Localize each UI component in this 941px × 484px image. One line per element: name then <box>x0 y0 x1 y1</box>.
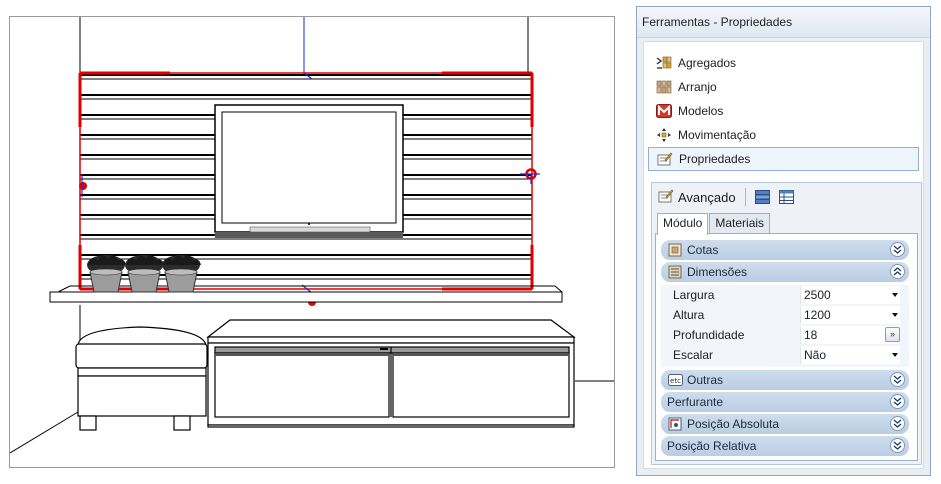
toolbar-separator <box>744 188 746 206</box>
group-perfurante[interactable]: Perfurante <box>661 392 909 412</box>
models-icon <box>655 103 672 119</box>
module-tab-page: Cotas Dimensões Larg <box>655 233 918 461</box>
largura-dropdown[interactable]: 2500 <box>800 286 900 304</box>
property-row-largura: Largura 2500 <box>661 285 907 305</box>
nav-item-arranjo[interactable]: Arranjo <box>648 75 919 99</box>
advanced-tabs: Módulo Materiais <box>657 213 771 235</box>
group-posicao-relativa[interactable]: Posição Relativa <box>661 436 909 456</box>
furniture-drawing <box>10 17 614 454</box>
expand-chevron-icon[interactable] <box>890 242 905 257</box>
table-view-button[interactable] <box>778 189 796 205</box>
group-label: Posição Absoluta <box>687 417 780 431</box>
property-value: 1200 <box>804 308 831 322</box>
nav-item-label: Arranjo <box>678 80 717 94</box>
properties-icon <box>656 151 673 167</box>
advanced-panel: Avançado Módulo Materiais <box>651 182 922 465</box>
advanced-button[interactable]: Avançado <box>658 189 736 206</box>
dropdown-arrow-icon <box>892 313 898 317</box>
tool-nav-list: Agregados Arranjo Modelos Movimentação <box>644 42 923 171</box>
dimensions-icon <box>667 243 683 258</box>
property-row-altura: Altura 1200 <box>661 305 907 325</box>
property-value: 2500 <box>804 288 831 302</box>
profundidade-field[interactable]: 18 » <box>800 326 900 344</box>
group-label: Cotas <box>687 243 719 257</box>
nav-item-label: Movimentação <box>678 128 757 142</box>
ruler-icon <box>667 265 683 280</box>
property-value: 18 <box>804 328 818 342</box>
property-label: Altura <box>673 308 705 322</box>
collapse-chevron-icon[interactable] <box>890 264 905 279</box>
arrangement-icon <box>655 79 672 95</box>
advanced-label: Avançado <box>678 189 736 205</box>
escalar-dropdown[interactable]: Não <box>800 346 900 364</box>
group-cotas[interactable]: Cotas <box>661 240 909 260</box>
group-label: Dimensões <box>687 265 748 279</box>
left-handle <box>79 182 87 190</box>
nav-item-label: Modelos <box>678 104 724 118</box>
categorized-view-button[interactable] <box>754 189 772 205</box>
property-label: Largura <box>673 288 715 302</box>
expand-chevron-icon[interactable] <box>890 372 905 387</box>
nav-item-propriedades[interactable]: Propriedades <box>648 147 919 171</box>
move-icon <box>655 127 672 143</box>
ellipsis-button[interactable]: » <box>885 327 900 342</box>
dropdown-arrow-icon <box>892 293 898 297</box>
categorized-list-icon <box>755 190 771 204</box>
svg-text:etc: etc <box>670 377 681 385</box>
property-label: Escalar <box>673 348 714 362</box>
group-outras[interactable]: etc Outras <box>661 370 909 390</box>
television <box>214 104 404 238</box>
etc-icon: etc <box>667 373 683 388</box>
position-icon <box>667 417 683 432</box>
group-label: Posição Relativa <box>667 439 757 453</box>
panel-body: Agregados Arranjo Modelos Movimentação <box>643 41 924 469</box>
expand-chevron-icon[interactable] <box>890 416 905 431</box>
advanced-toolbar: Avançado <box>652 183 921 211</box>
nav-item-modelos[interactable]: Modelos <box>648 99 919 123</box>
plant-pots <box>87 254 201 293</box>
nav-item-movimentacao[interactable]: Movimentação <box>648 123 919 147</box>
group-label: Perfurante <box>667 395 724 409</box>
tv-stand <box>206 319 576 428</box>
ottoman <box>75 326 208 431</box>
property-row-profundidade: Profundidade 18 » <box>661 325 907 345</box>
group-posicao-absoluta[interactable]: Posição Absoluta <box>661 414 909 434</box>
group-label: Outras <box>687 373 724 387</box>
tab-modulo[interactable]: Módulo <box>657 213 709 235</box>
design-viewport[interactable] <box>9 16 615 468</box>
panel-title: Ferramentas - Propriedades <box>637 7 930 38</box>
table-grid-icon <box>779 190 795 204</box>
nav-item-label: Agregados <box>678 56 737 70</box>
tools-properties-panel: Ferramentas - Propriedades Agregados Arr… <box>636 6 931 476</box>
properties-edit-icon <box>658 189 674 206</box>
tab-materiais[interactable]: Materiais <box>709 213 771 234</box>
altura-dropdown[interactable]: 1200 <box>800 306 900 324</box>
property-row-escalar: Escalar Não <box>661 345 907 365</box>
property-value: Não <box>804 348 827 362</box>
dropdown-arrow-icon <box>892 353 898 357</box>
nav-item-agregados[interactable]: Agregados <box>648 51 919 75</box>
group-dimensoes[interactable]: Dimensões <box>661 262 909 282</box>
property-label: Profundidade <box>673 328 745 342</box>
aggregates-icon <box>655 55 672 71</box>
expand-chevron-icon[interactable] <box>890 438 905 453</box>
nav-item-label: Propriedades <box>679 152 751 166</box>
expand-chevron-icon[interactable] <box>890 394 905 409</box>
